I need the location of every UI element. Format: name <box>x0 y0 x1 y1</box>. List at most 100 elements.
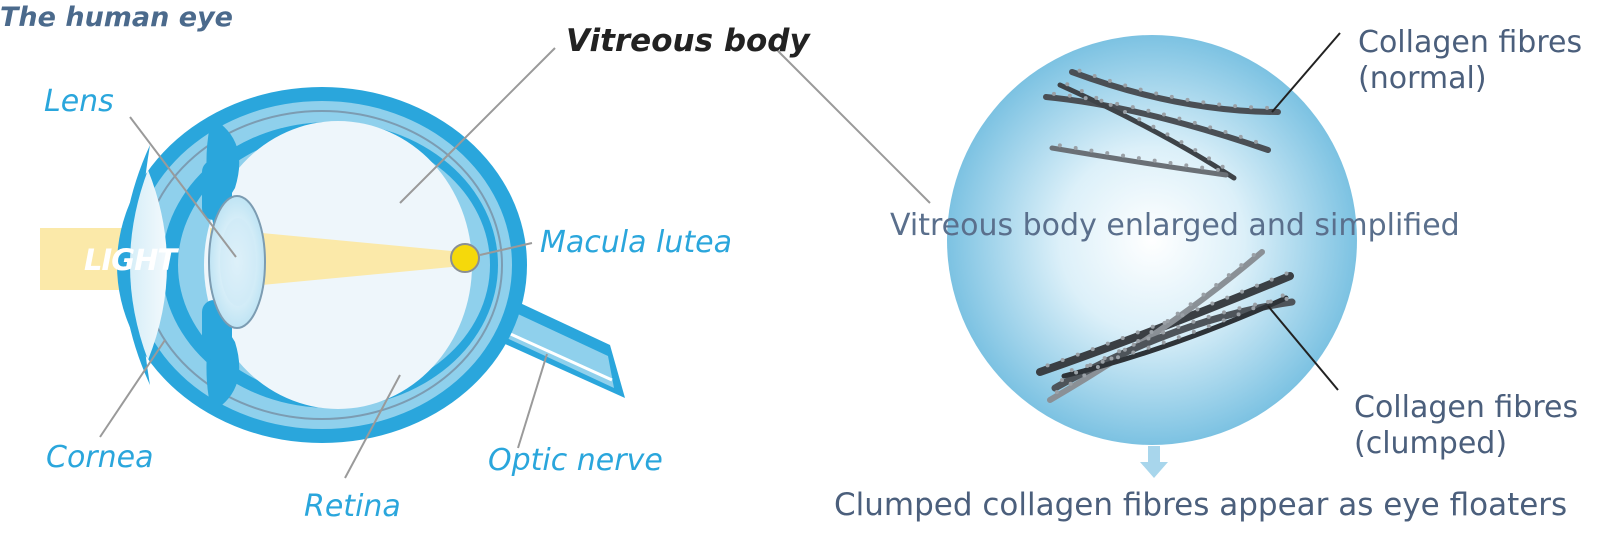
fibre-bead <box>1146 336 1151 341</box>
fibre-bead <box>1217 102 1222 107</box>
fibre-bead <box>1090 347 1095 352</box>
fibre-bead <box>1069 368 1074 373</box>
fibre-bead <box>1184 163 1189 168</box>
fibre-bead <box>1079 88 1084 93</box>
fibre-bead <box>1130 105 1135 110</box>
optic-nerve-label: Optic nerve <box>488 443 663 478</box>
fibre-bead <box>1131 350 1136 355</box>
fibre-bead <box>1085 364 1090 369</box>
fibre-bead <box>1088 363 1093 368</box>
light-label: LIGHT <box>84 243 177 277</box>
fibre-bead <box>1152 158 1157 163</box>
fibre-bead <box>1123 83 1128 88</box>
cornea-label: Cornea <box>46 440 154 475</box>
fibre-bead <box>1280 293 1285 298</box>
fibre-bead <box>1083 96 1088 101</box>
fibre-bead <box>1254 283 1259 288</box>
fibre-bead <box>1057 143 1062 148</box>
fibre-bead <box>1269 277 1274 282</box>
fibre-bead <box>1122 347 1127 352</box>
fibres-normal-line2: (normal) <box>1358 61 1487 96</box>
fibres-clumped-line1: Collagen fibres <box>1354 390 1579 425</box>
fibre-bead <box>1222 310 1227 315</box>
fibre-bead <box>1180 313 1185 318</box>
fibre-bead <box>1116 355 1121 360</box>
diagram-title: The human eye <box>0 2 233 33</box>
fibre-bead <box>1251 252 1256 257</box>
fibre-bead <box>1225 295 1230 300</box>
fibre-bead <box>1073 145 1078 150</box>
retina-label: Retina <box>304 489 401 524</box>
vitreous-sphere <box>947 35 1357 445</box>
fibre-bead <box>1131 342 1136 347</box>
fibre-bead <box>1149 329 1154 334</box>
fibre-bead <box>1068 381 1073 386</box>
fibre-bead <box>1215 167 1220 172</box>
fibre-bead <box>1253 302 1258 307</box>
lens-label: Lens <box>44 84 114 119</box>
fibre-bead <box>1151 124 1156 129</box>
fibre-bead <box>1099 98 1104 103</box>
fibre-bead <box>1136 338 1141 343</box>
fibre-bead <box>1284 271 1289 276</box>
fibre-bead <box>1161 340 1166 345</box>
fibre-bead <box>1233 104 1238 109</box>
fibre-bead <box>1238 134 1243 139</box>
fibre-bead <box>1200 165 1205 170</box>
vitreous-body-label: Vitreous body <box>566 23 810 59</box>
fibre-bead <box>1105 151 1110 156</box>
fibre-bead <box>1089 148 1094 153</box>
fibre-bead <box>1177 116 1182 121</box>
fibre-bead <box>1169 94 1174 99</box>
fibre-bead <box>1108 102 1113 107</box>
fibre-bead <box>1121 153 1126 158</box>
fibre-bead <box>1136 156 1141 161</box>
fibre-bead <box>1226 273 1231 278</box>
eye-leader-lines <box>99 42 931 479</box>
fibre-bead <box>1210 301 1215 306</box>
fibre-bead <box>1239 263 1244 268</box>
fibre-bead <box>1175 311 1180 316</box>
fibre-bead <box>1077 68 1082 73</box>
fibres-clumped-label: Collagen fibres (clumped) <box>1354 390 1578 462</box>
fibre-bead <box>1192 120 1197 125</box>
fibre-bead <box>1161 330 1166 335</box>
fibre-bead <box>1137 117 1142 122</box>
macula-lutea-dot <box>450 243 480 273</box>
fibre-bead <box>1201 292 1206 297</box>
fibre-bead <box>1054 389 1059 394</box>
enlarged-label: Vitreous body enlarged and simplified <box>890 208 1460 243</box>
fibre-bead <box>1206 324 1211 329</box>
fibre-bead <box>1185 97 1190 102</box>
fibre-bead <box>1059 378 1064 383</box>
collagen-fibres-normal <box>1043 68 1281 181</box>
fibres-clumped-line2: (clumped) <box>1354 426 1508 461</box>
fibre-bead <box>1082 373 1087 378</box>
fibre-bead <box>1265 105 1270 110</box>
light-cone <box>210 228 462 290</box>
down-arrow-icon <box>1140 446 1168 478</box>
fibre-bead <box>1179 140 1184 145</box>
fibre-bead <box>1251 306 1256 311</box>
fibre-bead <box>1074 370 1079 375</box>
fibre-bead <box>1154 91 1159 96</box>
fibre-bead <box>1201 100 1206 105</box>
fibre-bead <box>1095 365 1100 370</box>
fibre-bead <box>1065 82 1070 87</box>
fibre-bead <box>1146 345 1151 350</box>
fibre-bead <box>1146 108 1151 113</box>
macula-lutea-label: Macula lutea <box>540 225 732 260</box>
fibre-bead <box>1188 302 1193 307</box>
collagen-fibres-clumped <box>1036 249 1296 403</box>
fibre-bead <box>1161 112 1166 117</box>
fibre-bead <box>1284 296 1289 301</box>
fibre-bead <box>1223 130 1228 135</box>
fibre-bead <box>1221 318 1226 323</box>
fibre-bead <box>1138 87 1143 92</box>
fibres-normal-line1: Collagen fibres <box>1358 25 1583 60</box>
fibre-bead <box>1102 356 1107 361</box>
fibre-bead <box>1176 324 1181 329</box>
fibre-bead <box>1060 358 1065 363</box>
fibre-bead <box>1168 160 1173 165</box>
